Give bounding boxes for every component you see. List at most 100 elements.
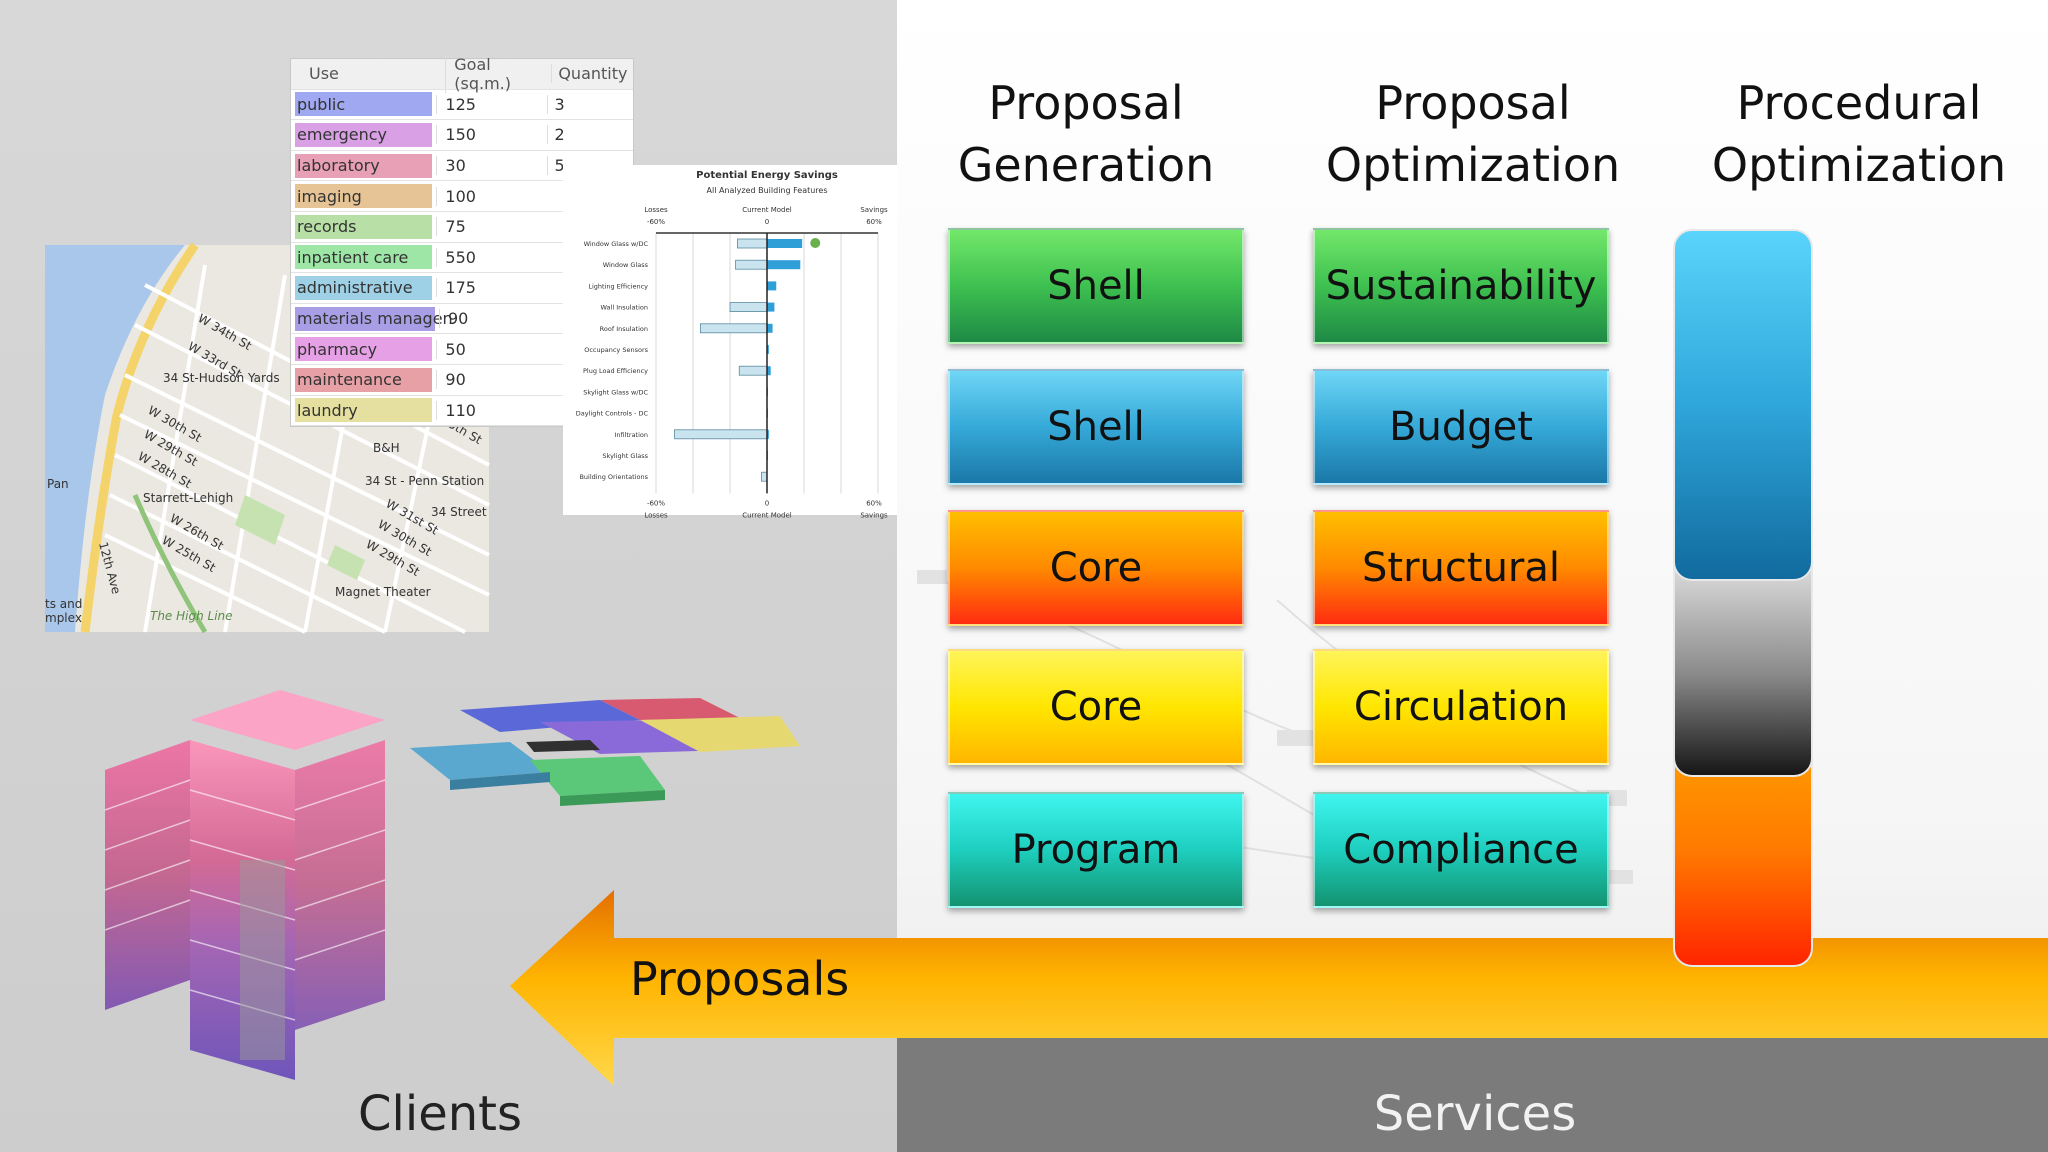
quantity-cell[interactable]: 5 (547, 156, 633, 176)
services-label: Services (1373, 1086, 1577, 1142)
chart-category-label: Skylight Glass (602, 452, 648, 460)
goal-cell[interactable]: 550 (436, 247, 547, 267)
chart-bar-loss (699, 323, 768, 334)
map-label: ts and (45, 597, 83, 611)
map-label: Pan (47, 477, 69, 491)
chart-tick-left: -60% (647, 218, 665, 226)
map-label: B&H (373, 441, 400, 455)
goal-cell[interactable]: 150 (436, 125, 547, 145)
chart-bar-savings (767, 429, 769, 439)
chart-tick-right: 60% (866, 218, 882, 226)
chart-bar-loss (761, 471, 768, 482)
chart-bar-loss (674, 429, 768, 440)
circulation-box[interactable]: Circulation (1313, 649, 1609, 765)
chart-top-left: Losses (644, 206, 668, 214)
chart-category-label: Roof Insulation (600, 325, 648, 333)
use-cell: laundry (295, 398, 433, 423)
use-cell: emergency (295, 122, 433, 147)
goal-cell[interactable]: 100 (436, 186, 547, 206)
use-cell: imaging (295, 184, 433, 209)
proposals-label: Proposals (630, 952, 850, 1006)
sustainability-box[interactable]: Sustainability (1313, 228, 1609, 344)
use-cell: administrative (295, 275, 433, 300)
goal-cell[interactable]: 30 (436, 156, 547, 176)
table-header: Use Goal (sq.m.) Quantity (291, 54, 633, 93)
clients-label: Clients (358, 1086, 522, 1142)
map-label: 34 Street (431, 505, 487, 519)
compliance-box[interactable]: Compliance (1313, 792, 1609, 908)
chart-category-label: Building Orientations (579, 473, 648, 481)
structural-box[interactable]: Structural (1313, 510, 1609, 626)
services-band (897, 1038, 2048, 1152)
chart-top-mid: Current Model (742, 206, 792, 214)
shell-box[interactable]: Shell (948, 228, 1244, 344)
chart-bar-loss (735, 259, 768, 270)
chart-bar-loss (736, 238, 768, 249)
map-label: 34 St - Penn Station (365, 474, 485, 488)
map-label: 34 St-Hudson Yards (163, 371, 280, 385)
chart-bottom-tick-mid: 0 (765, 499, 769, 507)
use-cell: inpatient care (295, 245, 433, 270)
chart-category-label: Window Glass w/DC (584, 240, 649, 248)
goal-cell[interactable]: 90 (436, 370, 547, 390)
chart-category-label: Infiltration (614, 431, 648, 439)
chart-bar-loss (729, 302, 768, 313)
map-label: mplex (45, 611, 82, 625)
map-label: The High Line (150, 609, 233, 623)
chart-bottom-right: Savings (860, 511, 888, 519)
budget-box[interactable]: Budget (1313, 369, 1609, 485)
map-label: Magnet Theater (335, 585, 431, 599)
building-massing-model (104, 690, 386, 1080)
goal-cell[interactable]: 50 (436, 339, 547, 359)
chart-bottom-left: Losses (644, 511, 668, 519)
chart-bar-savings (767, 260, 801, 270)
column-title-proposal-optimization: Proposal Optimization (1325, 76, 1621, 192)
header-use: Use (309, 64, 339, 84)
use-cell: materials managen (295, 306, 453, 331)
column-title-procedural-optimization: Procedural Optimization (1711, 76, 2007, 192)
chart-top-right: Savings (860, 206, 888, 214)
goal-cell[interactable]: 110 (436, 400, 547, 420)
city-map[interactable]: W 34th St W 33rd St 34 St-Hudson Yards W… (45, 242, 490, 634)
shell-box[interactable]: Shell (948, 369, 1244, 485)
core-box[interactable]: Core (948, 649, 1244, 765)
chart-bar-loss (738, 365, 768, 376)
column-title-proposal-generation: Proposal Generation (957, 76, 1215, 192)
chart-bar-savings (767, 366, 771, 376)
header-goal: Goal (sq.m.) (445, 54, 551, 93)
program-box[interactable]: Program (948, 792, 1244, 908)
goal-cell[interactable]: 125 (436, 94, 547, 114)
chart-bottom-tick-right: 60% (866, 499, 882, 507)
map-label: Starrett-Lehigh (143, 491, 234, 505)
goal-cell[interactable]: 90 (439, 309, 549, 329)
use-cell: public (295, 92, 433, 117)
chart-title: Potential Energy Savings (696, 170, 838, 181)
core-box[interactable]: Core (948, 510, 1244, 626)
chart-marker-icon (810, 238, 821, 248)
goal-cell[interactable]: 75 (436, 217, 547, 237)
procedural-optimization-bar (1673, 229, 1813, 967)
chart-category-label: Wall Insulation (601, 304, 648, 312)
chart-bar-savings (767, 239, 803, 248)
chart-category-label: Plug Load Efficiency (583, 367, 648, 375)
goal-cell[interactable]: 175 (436, 278, 547, 298)
quantity-cell[interactable]: 3 (547, 94, 633, 114)
use-cell: records (295, 214, 433, 239)
chart-category-label: Skylight Glass w/DC (583, 388, 648, 396)
quantity-cell[interactable]: 2 (547, 125, 633, 145)
chart-bottom-tick-left: -60% (647, 499, 665, 507)
use-cell: maintenance (295, 367, 433, 392)
